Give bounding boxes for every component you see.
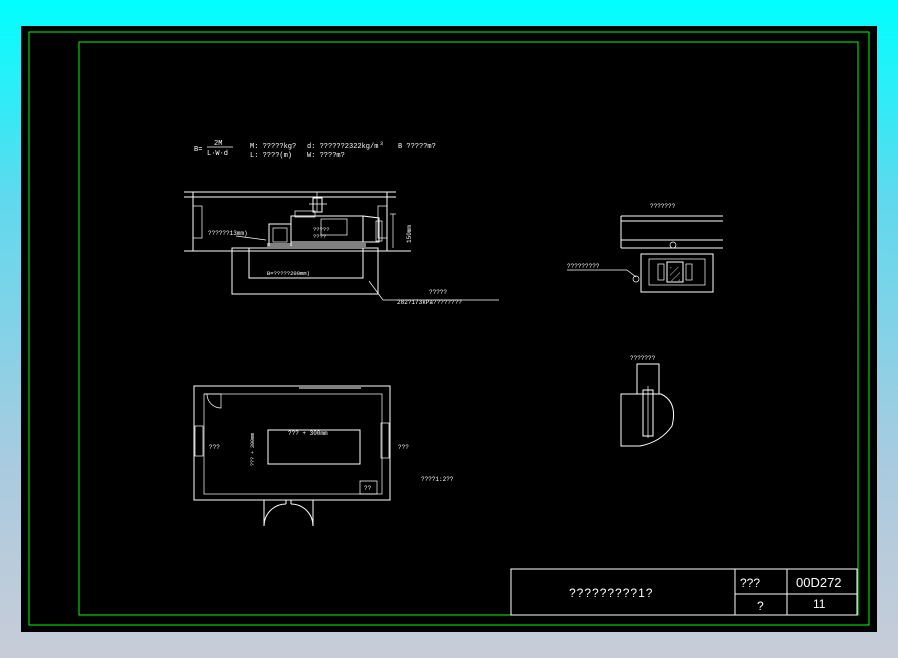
- formula-denominator: L·W·d: [207, 150, 228, 158]
- pad-label: ??? + 300mm: [288, 430, 328, 437]
- inner-wall: [203, 393, 383, 495]
- pad-side-label: ??? + 300mm: [250, 433, 256, 466]
- vibration-isolator: [640, 253, 714, 293]
- title-block: ?????????1? ??? 00D272 ? 11: [510, 568, 858, 616]
- soil-leader: [368, 280, 499, 301]
- wall-left-label: ???: [209, 444, 220, 451]
- formula: B= 2M L·W·d M: ?????kg? L: ????(m) d: ??…: [194, 140, 436, 160]
- w-definition: W: ????m?: [307, 152, 345, 160]
- anchor-foundation: [620, 393, 675, 447]
- l-definition: L: ????(m): [250, 152, 292, 160]
- drawing-title: ?????????1?: [569, 586, 653, 600]
- corner-label: ??: [364, 485, 372, 492]
- generator-machine: [267, 192, 383, 247]
- soil-label: ?????: [429, 289, 447, 296]
- section-view: ??????13mm) ????? ???? 150mm B=?????200m…: [184, 191, 499, 306]
- gap-label: ??????13mm): [208, 230, 248, 237]
- detail2-title: ???????: [630, 355, 656, 362]
- drawing-sheet: B= 2M L·W·d M: ?????kg? L: ????(m) d: ??…: [21, 26, 877, 632]
- detail-2: ???????: [620, 355, 675, 447]
- d-definition: d: ??????2322kg/m: [307, 143, 378, 151]
- machine-label-2: ????: [313, 233, 326, 240]
- page-label: ?: [757, 599, 764, 613]
- outer-wall: [193, 385, 391, 501]
- pressure-label: 282?173kPa????????: [397, 299, 462, 306]
- atlas-number: 00D272: [796, 575, 842, 590]
- page-number: 11: [813, 597, 826, 611]
- cad-drawing: B= 2M L·W·d M: ?????kg? L: ????(m) d: ??…: [28, 31, 870, 626]
- double-door: [263, 500, 314, 527]
- wall-right-label: ???: [398, 444, 409, 451]
- height-label: 150mm: [406, 225, 413, 243]
- machine-label: ?????: [313, 226, 330, 233]
- left-wall-hatch: [192, 205, 203, 239]
- height-dimension: 150mm: [390, 213, 413, 248]
- b-definition: B ?????m?: [398, 143, 436, 151]
- equipment-pad: [267, 429, 361, 465]
- plan-view: ??? + 300mm ??? + 300mm ??? ??? ?? ????1…: [193, 385, 454, 527]
- atlas-label: ???: [740, 576, 760, 590]
- right-wall-hatch: [377, 205, 388, 239]
- depth-label: B=?????200mm): [267, 270, 310, 277]
- outer-frame: [28, 31, 870, 626]
- d-exponent: 3: [380, 141, 383, 147]
- detail1-label: ?????????: [567, 263, 600, 270]
- formula-numerator: 2M: [214, 140, 222, 148]
- detail1-title: ???????: [650, 203, 676, 210]
- plan-right-door-hatch: [380, 422, 390, 459]
- inner-frame: [78, 41, 859, 616]
- m-definition: M: ?????kg?: [250, 143, 296, 151]
- detail-1: ??????? ?????????: [567, 203, 723, 293]
- formula-lhs: B=: [194, 146, 202, 154]
- plan-left-door-hatch: [194, 425, 204, 457]
- scale-label: ????1:2??: [421, 476, 454, 483]
